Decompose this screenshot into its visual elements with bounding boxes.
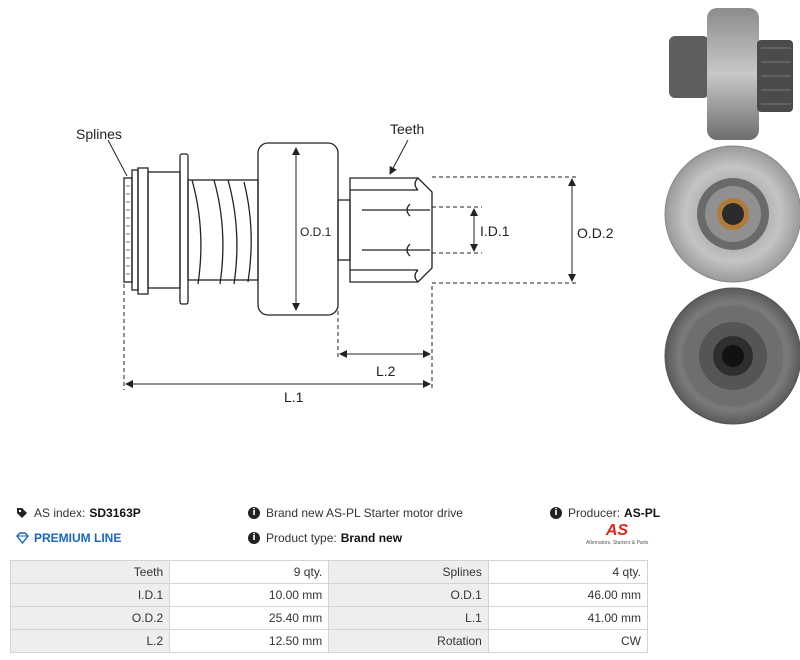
tag-icon [16,507,28,519]
spec-label: O.D.2 [9,606,171,630]
spec-value: 10.00 mm [169,583,330,607]
logo-tagline: Alternators, Starters & Parts [586,540,649,546]
spec-value: 41.00 mm [487,606,649,630]
spline-detail [126,185,130,275]
label-splines: Splines [76,126,122,142]
photo-back-view [664,287,800,425]
producer: i Producer: AS-PL [550,506,660,520]
spec-label: Teeth [9,560,171,584]
description: i Brand new AS-PL Starter motor drive [248,506,463,520]
as-pl-logo: AS Alternators, Starters & Parts [586,522,648,552]
spec-value: 46.00 mm [487,583,649,607]
label-od2: O.D.2 [577,225,614,241]
product-type-label: Product type: [266,531,337,545]
dimension-lines [123,147,578,390]
product-type: i Product type: Brand new [248,531,402,545]
spec-value: CW [487,629,649,653]
spec-label: L.2 [9,629,171,653]
producer-value: AS-PL [624,506,661,520]
producer-label: Producer: [568,506,621,520]
as-index-value: SD3163P [89,506,141,520]
product-photos [664,8,800,425]
spec-label: Splines [328,560,489,584]
premium-line: PREMIUM LINE [16,531,121,545]
label-od1: O.D.1 [300,225,332,239]
label-teeth: Teeth [390,121,424,137]
logo-mark: AS [605,522,629,539]
splines-leader [107,139,128,177]
spec-label: O.D.1 [328,583,489,607]
spec-value: 12.50 mm [169,629,330,653]
label-l1: L.1 [284,389,304,405]
label-id1: I.D.1 [480,223,510,239]
photo-front-view [664,145,800,283]
spec-value: 4 qty. [487,560,649,584]
as-index: AS index: SD3163P [16,506,141,520]
info-icon: i [248,532,260,544]
photo-side-view [669,8,793,140]
description-text: Brand new AS-PL Starter motor drive [266,506,463,520]
spec-label: I.D.1 [9,583,171,607]
technical-drawing: Splines Teeth O.D.1 I.D.1 O.D.2 L.2 L.1 [76,121,614,405]
as-index-label: AS index: [34,506,86,520]
label-l2: L.2 [376,363,396,379]
spec-label: Rotation [328,629,489,653]
teeth-leader [389,139,409,175]
spec-value: 25.40 mm [169,606,330,630]
info-icon: i [248,507,260,519]
drive-outline [123,142,433,316]
product-type-value: Brand new [340,531,403,545]
premium-line-label: PREMIUM LINE [34,531,122,545]
info-icon: i [550,507,562,519]
spec-label: L.1 [328,606,489,630]
spec-value: 9 qty. [169,560,330,584]
diamond-icon [16,532,29,545]
